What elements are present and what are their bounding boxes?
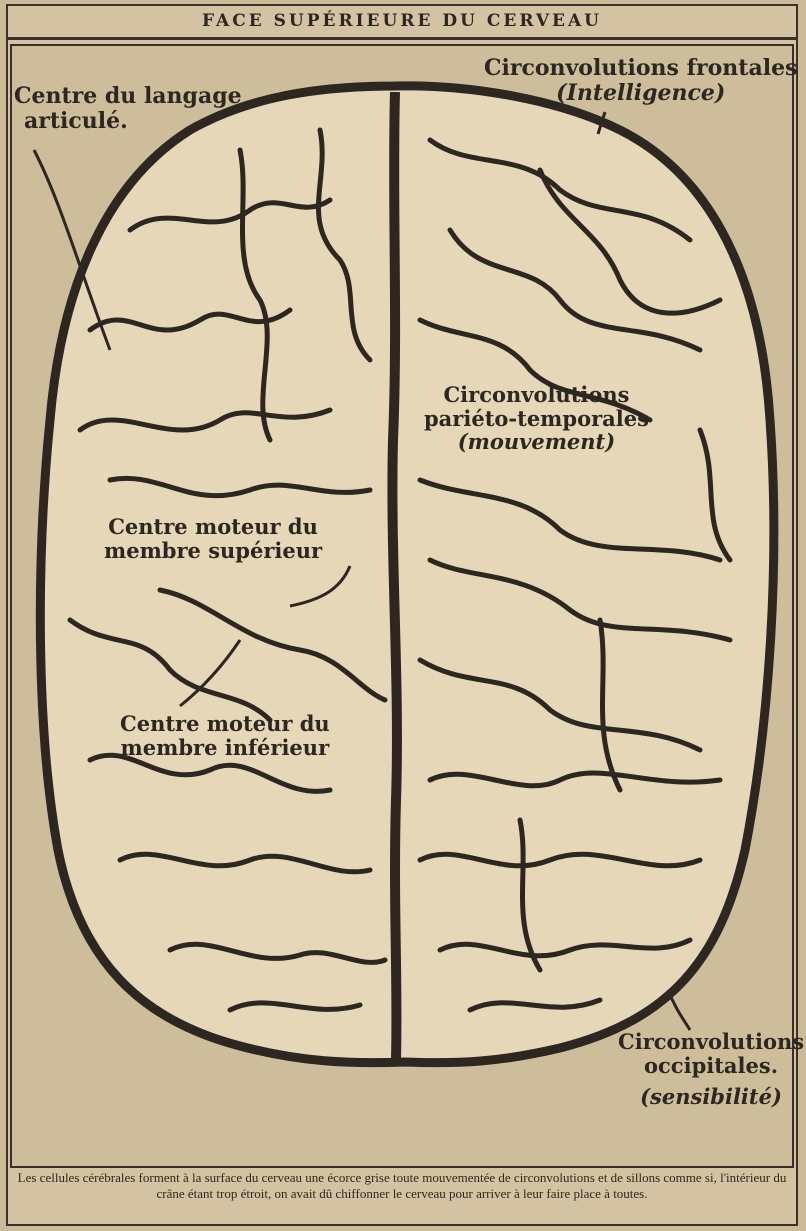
label-inf-line2: membre inférieur (120, 734, 330, 760)
label-occ-line2: occipitales. (644, 1052, 779, 1078)
label-langage-line1: Centre du langage (14, 83, 242, 109)
label-langage-line2: articulé. (24, 107, 128, 134)
label-membre-inferieur: Centre moteur du membre inférieur (120, 712, 330, 759)
label-membre-superieur: Centre moteur du membre supérieur (104, 515, 322, 562)
pointer-sup (289, 565, 352, 608)
label-occipital: Circonvolutions occipitales. (sensibilit… (618, 1030, 804, 1109)
pointer-occ (666, 989, 692, 1031)
pointer-inf (179, 639, 242, 708)
page-title: FACE SUPÉRIEURE DU CERVEAU (201, 10, 603, 31)
label-parieto-line2: pariéto-temporales (424, 405, 649, 431)
label-sup-line2: membre supérieur (104, 537, 323, 563)
sulci-lines (67, 127, 733, 1013)
label-occ-line3: (sensibilité) (640, 1084, 782, 1110)
pointer-frontal (596, 111, 607, 135)
figure-caption: Les cellules cérébrales forment à la sur… (17, 1170, 787, 1201)
label-sup-line1: Centre moteur du (108, 514, 318, 539)
label-parieto-line3: (mouvement) (457, 429, 616, 455)
label-frontal-line2: (Intelligence) (556, 79, 726, 106)
label-langage: Centre du langage articulé. (14, 84, 242, 133)
title-band: FACE SUPÉRIEURE DU CERVEAU (6, 4, 798, 40)
label-inf-line1: Centre moteur du (120, 711, 330, 736)
central-fissure (387, 91, 402, 1059)
label-parieto-line1: Circonvolutions (443, 382, 630, 407)
brain-outline (35, 81, 779, 1068)
label-occ-line1: Circonvolutions (618, 1029, 805, 1054)
label-frontal: Circonvolutions frontales (Intelligence) (484, 56, 797, 105)
pointer-langage (32, 149, 112, 351)
label-parieto: Circonvolutions pariéto-temporales (mouv… (424, 383, 649, 454)
pointer-lines (32, 111, 692, 1031)
label-frontal-line1: Circonvolutions frontales (484, 55, 798, 81)
